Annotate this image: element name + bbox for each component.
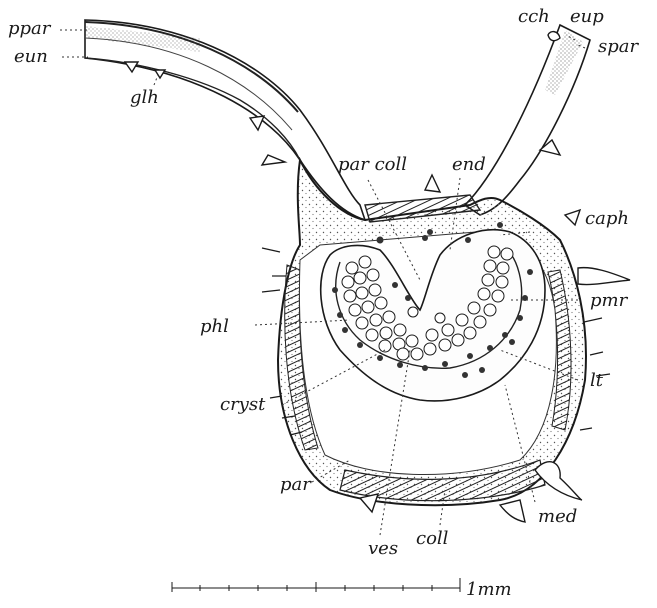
scale-label: 1mm — [466, 579, 512, 600]
label-med: med — [538, 506, 577, 527]
label-eun: eun — [14, 46, 48, 67]
label-glh: glh — [130, 87, 159, 108]
label-end: end — [452, 154, 486, 175]
label-phl: phl — [200, 316, 229, 337]
label-coll: coll — [416, 528, 449, 549]
label-par: par — [280, 474, 312, 495]
label-ppar: ppar — [8, 18, 52, 39]
label-cryst: cryst — [220, 394, 266, 415]
label-lt: lt — [590, 370, 604, 391]
scale-bar — [172, 578, 460, 592]
label-par-coll: par coll — [338, 154, 407, 175]
left-stem — [85, 20, 365, 220]
label-cch: cch — [518, 6, 550, 27]
label-pmr: pmr — [590, 290, 629, 311]
label-spar: spar — [598, 36, 639, 57]
right-stem — [465, 25, 590, 215]
label-eup: eup — [570, 6, 604, 27]
label-ves: ves — [368, 538, 398, 559]
label-caph: caph — [585, 208, 629, 229]
